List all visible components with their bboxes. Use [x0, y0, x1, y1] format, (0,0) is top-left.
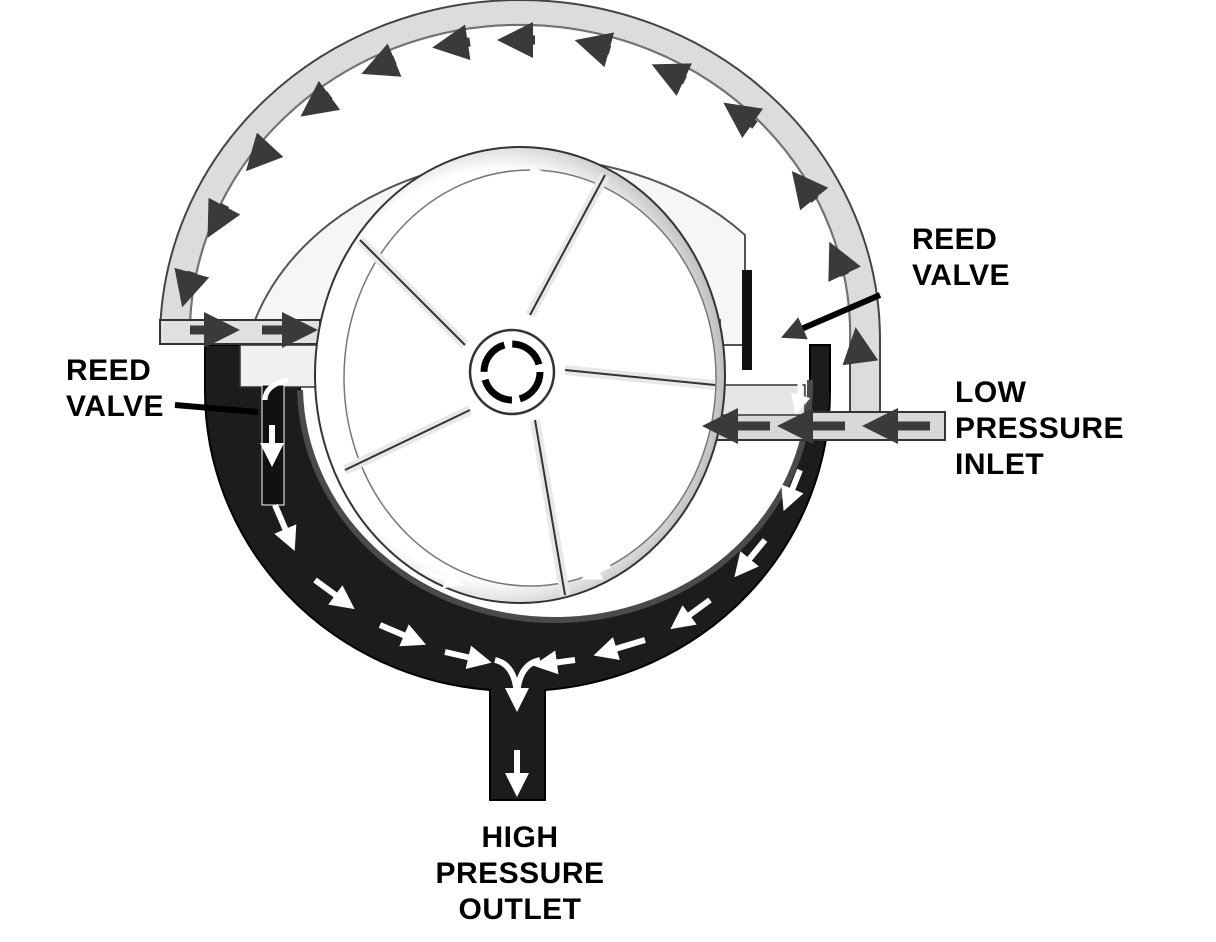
label-reed-valve-left: REED VALVE: [66, 354, 165, 423]
vane: [534, 419, 566, 596]
rotor-flow-arrows: [419, 165, 612, 589]
rotor-vanes: [342, 172, 716, 596]
label-high-pressure-outlet: HIGH PRESSURE OUTLET: [435, 821, 605, 926]
vane: [359, 239, 466, 346]
reed-valve-right-part: [742, 270, 811, 415]
label-low-pressure-inlet: LOW PRESSURE INLET: [955, 376, 1125, 481]
return-flow-arrows: [174, 22, 879, 366]
rotor-hub: [468, 328, 556, 416]
vane: [564, 369, 716, 386]
label-leader-lines: [174, 292, 882, 415]
high-pressure-flow-arrows: [260, 425, 804, 797]
label-reed-valve-right: REED VALVE: [912, 223, 1011, 292]
vane: [529, 174, 606, 316]
left-transfer-port: [159, 319, 321, 388]
vane: [344, 409, 471, 471]
